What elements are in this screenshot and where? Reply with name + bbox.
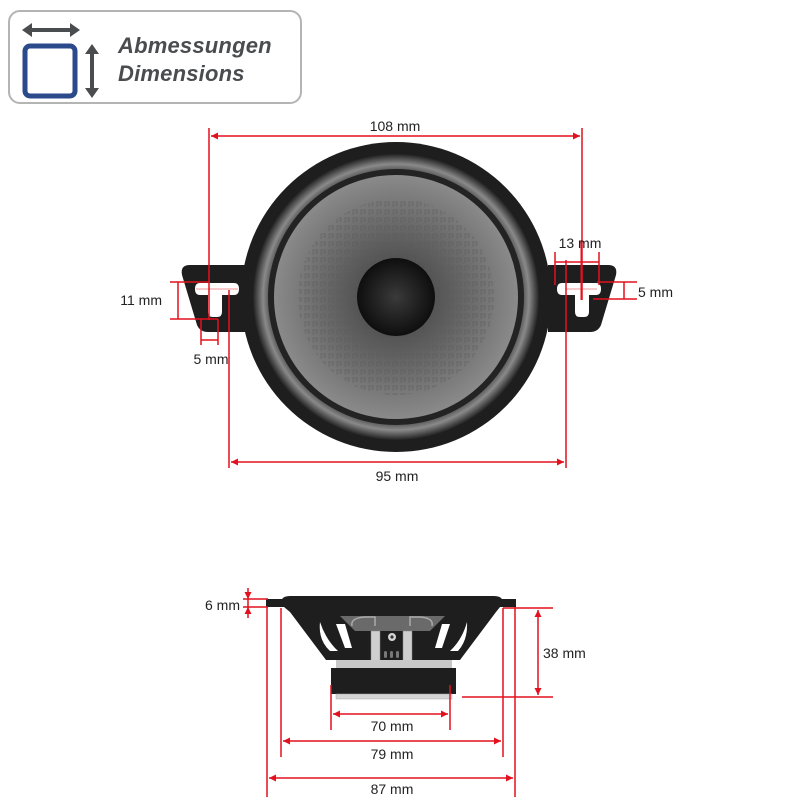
label-slot-spacing: 13 mm xyxy=(559,235,602,251)
label-mount-tab-height: 11 mm xyxy=(120,292,162,308)
title-english: Dimensions xyxy=(118,61,245,86)
dimensions-icon xyxy=(22,23,99,99)
slot-right xyxy=(557,283,601,317)
label-slot-width: 5 mm xyxy=(194,351,229,367)
speaker-side-view xyxy=(266,596,516,700)
title-german: Abmessungen xyxy=(118,33,272,58)
side-view-labels: 6 mm 38 mm 70 mm 79 mm 87 mm xyxy=(205,597,586,797)
label-frame-diameter: 87 mm xyxy=(371,781,414,797)
label-basket-diameter: 79 mm xyxy=(371,746,414,762)
top-view-labels: 108 mm 95 mm 13 mm 5 mm 11 mm 5 mm xyxy=(120,118,673,484)
top-view-dimensions xyxy=(170,128,637,468)
slot-left xyxy=(195,283,239,317)
label-flange-thickness: 6 mm xyxy=(205,597,240,613)
label-slot-height: 5 mm xyxy=(638,284,673,300)
label-overall-width: 108 mm xyxy=(370,118,421,134)
dimensions-badge: Abmessungen Dimensions xyxy=(8,10,302,104)
speaker-top-view xyxy=(181,142,617,452)
label-magnet-diameter: 70 mm xyxy=(371,718,414,734)
label-cutout-diameter: 95 mm xyxy=(376,468,419,484)
label-mounting-depth: 38 mm xyxy=(543,645,586,661)
side-view-dimensions xyxy=(243,588,553,797)
